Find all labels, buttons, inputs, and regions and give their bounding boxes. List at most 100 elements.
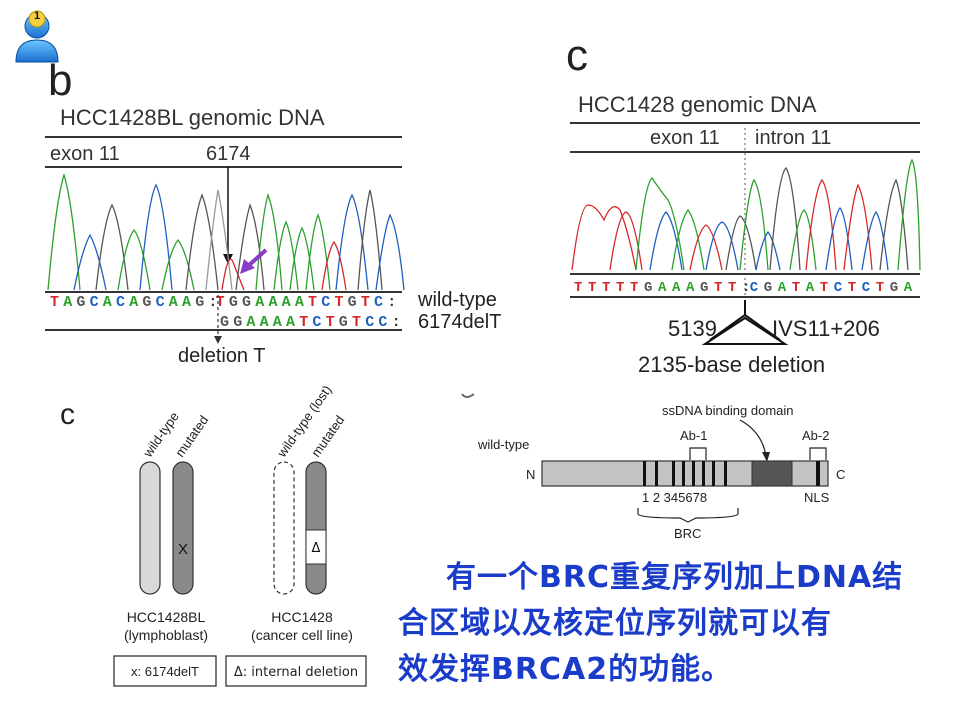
panel-c2-letter: c bbox=[60, 398, 75, 431]
panel-b-position: 6174 bbox=[206, 143, 251, 165]
sequence-base: G bbox=[220, 314, 229, 331]
sequence-base: : bbox=[387, 294, 396, 311]
sequence-base: A bbox=[286, 314, 295, 331]
caption-line-2: 合区域以及核定位序列就可以有 bbox=[398, 606, 832, 641]
sequence-base: G bbox=[644, 280, 652, 296]
sequence-base: T bbox=[352, 314, 361, 331]
caption-line-1: 有一个BRC重复序列加上DNA结 bbox=[446, 560, 904, 595]
sequence-base: T bbox=[630, 280, 638, 296]
sequence-base: T bbox=[602, 280, 610, 296]
brc-label: BRC bbox=[674, 526, 701, 541]
sequence-base: C bbox=[321, 294, 330, 311]
panel-d-protein: ssDNA binding domain Ab-1 Ab-2 wild-type… bbox=[461, 393, 845, 541]
sequence-base: G bbox=[764, 280, 772, 296]
sequence-base: G bbox=[348, 294, 357, 311]
panel-c-deletion-label: 2135-base deletion bbox=[638, 352, 825, 377]
panel-b-deletion-label: deletion T bbox=[178, 345, 265, 367]
sequence-base: C bbox=[750, 280, 759, 296]
panel-c-genomic: c HCC1428 genomic DNA exon 11 intron 11 bbox=[566, 31, 921, 377]
sequence-base: A bbox=[268, 294, 277, 311]
n-terminus-label: N bbox=[526, 467, 535, 482]
sequence-base: A bbox=[658, 280, 667, 296]
wildtype-protein-label: wild-type bbox=[477, 437, 529, 452]
sequence-base: T bbox=[792, 280, 800, 296]
sequence-base: G bbox=[229, 294, 238, 311]
sequence-base: T bbox=[361, 294, 370, 311]
nls-label: NLS bbox=[804, 490, 830, 505]
sequence-base: : bbox=[742, 280, 750, 296]
sequence-base: A bbox=[129, 294, 138, 311]
mutation-x-mark: X bbox=[178, 541, 188, 558]
sequence-base: A bbox=[672, 280, 681, 296]
sequence-base: T bbox=[216, 294, 225, 311]
legend-mutation: x: 6174delT bbox=[131, 664, 199, 679]
sequence-base: : bbox=[392, 314, 401, 331]
panel-c-right-position: IVS11+206 bbox=[772, 316, 880, 341]
sequence-base: T bbox=[616, 280, 624, 296]
sequence-base: A bbox=[260, 314, 269, 331]
sequence-base: : bbox=[208, 294, 217, 311]
panel-c-exon: exon 11 bbox=[650, 127, 720, 149]
cell-line-1-type: (lymphoblast) bbox=[124, 627, 208, 643]
panel-b: b HCC1428BL genomic DNA exon 11 6174 bbox=[45, 56, 501, 367]
chromosome-lost bbox=[273, 461, 295, 595]
sequence-base: T bbox=[308, 294, 317, 311]
sequence-base: A bbox=[246, 314, 255, 331]
panel-c-intron: intron 11 bbox=[755, 127, 831, 149]
sequence-base: G bbox=[890, 280, 898, 296]
sequence-base: A bbox=[686, 280, 695, 296]
sequence-base: T bbox=[820, 280, 828, 296]
panel-b-chromatogram bbox=[47, 172, 405, 291]
sequence-base: C bbox=[365, 314, 374, 331]
cell-line-2-name: HCC1428 bbox=[271, 609, 333, 625]
sequence-base: C bbox=[378, 314, 387, 331]
sequence-base: T bbox=[574, 280, 582, 296]
deletion-delta-mark: Δ bbox=[312, 541, 321, 556]
panel-c-title: HCC1428 genomic DNA bbox=[578, 92, 817, 117]
sequence-base: T bbox=[50, 294, 59, 311]
user-badge-icon bbox=[15, 10, 59, 63]
ab1-label: Ab-1 bbox=[680, 428, 707, 443]
sequence-base: G bbox=[242, 294, 251, 311]
sequence-base: C bbox=[374, 294, 383, 311]
sequence-base: C bbox=[312, 314, 321, 331]
sequence-base: A bbox=[806, 280, 815, 296]
sequence-base: A bbox=[255, 294, 264, 311]
ab2-label: Ab-2 bbox=[802, 428, 829, 443]
sequence-base: C bbox=[834, 280, 843, 296]
panel-b-wildtype-label: wild-type bbox=[417, 289, 497, 311]
sequence-base: A bbox=[904, 280, 913, 296]
sequence-base: C bbox=[116, 294, 125, 311]
sequence-base: G bbox=[339, 314, 348, 331]
sequence-base: T bbox=[334, 294, 343, 311]
caption-line-3: 效发挥BRCA2的功能。 bbox=[398, 652, 733, 687]
legend-deletion: Δ: internal deletion bbox=[234, 665, 358, 680]
sequence-base: A bbox=[273, 314, 282, 331]
sequence-base: T bbox=[728, 280, 736, 296]
sequence-base: T bbox=[299, 314, 308, 331]
panel-c-chromosomes: c wild-type mutated wild-type (lost) mut… bbox=[60, 382, 367, 687]
sequence-base: G bbox=[700, 280, 708, 296]
sequence-base: A bbox=[169, 294, 178, 311]
sequence-base: A bbox=[63, 294, 72, 311]
chinese-caption: 有一个BRC重复序列加上DNA结 合区域以及核定位序列就可以有 效发挥BRCA2… bbox=[398, 555, 958, 693]
sequence-base: A bbox=[778, 280, 787, 296]
sequence-base: G bbox=[142, 294, 151, 311]
cell-line-2-type: (cancer cell line) bbox=[251, 627, 353, 643]
sequence-base: C bbox=[90, 294, 99, 311]
sequence-base: A bbox=[295, 294, 304, 311]
sequence-base: A bbox=[282, 294, 291, 311]
sequence-base: A bbox=[182, 294, 191, 311]
chromosome-mutated bbox=[172, 461, 194, 595]
sequence-base: C bbox=[862, 280, 871, 296]
sequence-base: T bbox=[848, 280, 856, 296]
sequence-base: G bbox=[76, 294, 85, 311]
panel-b-title: HCC1428BL genomic DNA bbox=[60, 105, 325, 130]
sequence-base: T bbox=[876, 280, 884, 296]
panel-c-chromatogram bbox=[571, 158, 921, 271]
highlight-arrow-icon bbox=[240, 248, 268, 274]
sequence-base: T bbox=[326, 314, 335, 331]
